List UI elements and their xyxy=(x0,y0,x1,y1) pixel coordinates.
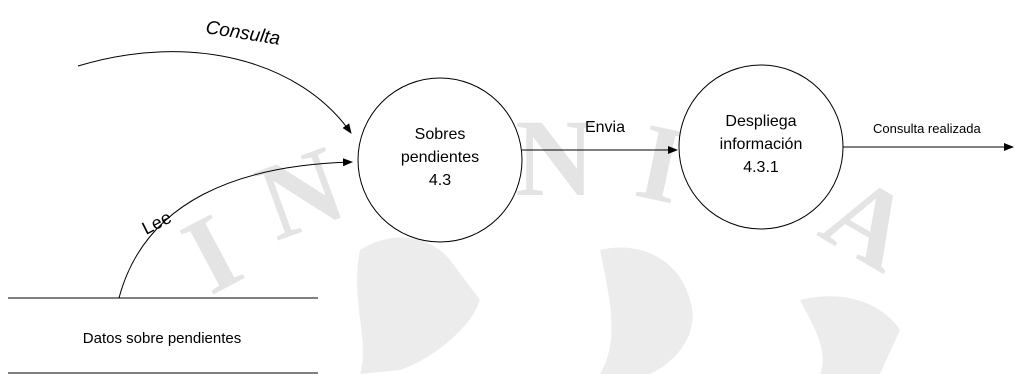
process-sobres-pendientes[interactable]: Sobres pendientes 4.3 xyxy=(357,77,523,243)
watermark-emblem-left xyxy=(357,237,480,374)
flow-consulta-arrow[interactable] xyxy=(77,51,352,134)
process-name-line1: Sobres xyxy=(415,126,466,143)
datastore[interactable]: Datos sobre pendientes xyxy=(8,297,318,374)
flow-consulta-realizada-label: Consulta realizada xyxy=(873,121,981,136)
process-name-line2: información xyxy=(720,136,803,153)
watermark-emblem-far-right xyxy=(800,296,900,374)
watermark-emblem-right xyxy=(600,247,693,374)
process-name-line2: pendientes xyxy=(401,149,479,166)
flow-lee-arrow[interactable] xyxy=(118,158,353,299)
flow-consulta-label: Consulta xyxy=(204,17,281,49)
datastore-label: Datos sobre pendientes xyxy=(83,330,241,347)
process-number: 4.3.1 xyxy=(743,159,779,176)
watermark-letter: N xyxy=(515,97,594,219)
process-despliega-informacion[interactable]: Despliega información 4.3.1 xyxy=(678,64,844,230)
flow-envia-label: Envia xyxy=(585,119,625,136)
watermark-letter: N xyxy=(243,122,359,264)
process-number: 4.3 xyxy=(429,172,451,189)
process-name-line1: Despliega xyxy=(725,113,796,130)
process-circle xyxy=(357,77,523,243)
